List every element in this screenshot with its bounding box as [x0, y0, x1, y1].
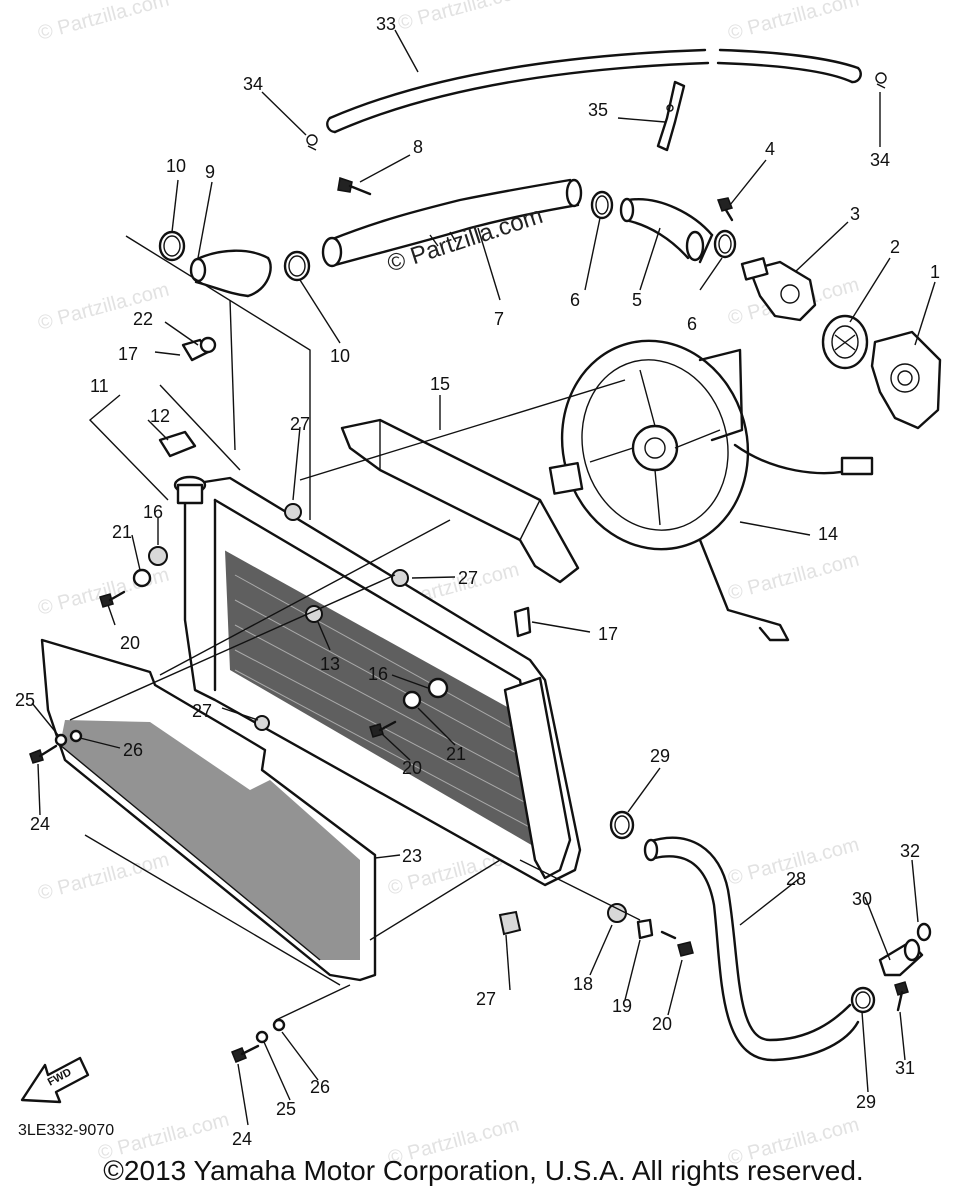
part-4-bolt: [716, 197, 734, 222]
watermark-text: © Partzilla.com: [726, 0, 862, 45]
part-3-thermostat-cover: [740, 257, 817, 322]
watermark-text: © Partzilla.com: [36, 0, 172, 45]
watermark-layer: © Partzilla.com © Partzilla.com © Partzi…: [36, 0, 862, 1170]
part-7-hose: [321, 178, 583, 268]
part-34-clip: [306, 72, 887, 151]
part-labels: 33 34 34 35 8 4 10 9 3 2 1 6 5 6 7 10 22…: [15, 14, 940, 1149]
watermark-text: © Partzilla.com: [36, 849, 172, 905]
part-33-breather-hose: [326, 48, 862, 134]
label-21: 21: [112, 522, 132, 542]
label-25: 25: [276, 1099, 296, 1119]
label-31: 31: [895, 1058, 915, 1078]
part-8-bolt: [337, 177, 372, 196]
label-5: 5: [632, 290, 642, 310]
label-25: 25: [15, 690, 35, 710]
label-27: 27: [290, 414, 310, 434]
label-17: 17: [118, 344, 138, 364]
label-26: 26: [310, 1077, 330, 1097]
part-5-hose: [619, 197, 714, 264]
label-4: 4: [765, 139, 775, 159]
part-14-fan-motor: [548, 339, 874, 642]
leader-lines: [31, 29, 936, 1126]
label-2: 2: [890, 237, 900, 257]
watermark-text: © Partzilla.com: [396, 0, 532, 35]
label-28: 28: [786, 869, 806, 889]
watermark-text: © Partzilla.com: [36, 564, 172, 620]
label-34: 34: [243, 74, 263, 94]
label-10: 10: [166, 156, 186, 176]
label-27: 27: [458, 568, 478, 588]
label-23: 23: [402, 846, 422, 866]
part-1-thermostat-housing: [870, 330, 942, 430]
label-30: 30: [852, 889, 872, 909]
label-35: 35: [588, 100, 608, 120]
label-15: 15: [430, 374, 450, 394]
part-23-screen: [40, 638, 377, 982]
label-20: 20: [120, 633, 140, 653]
copyright-notice: ©2013 Yamaha Motor Corporation, U.S.A. A…: [103, 1155, 864, 1186]
label-3: 3: [850, 204, 860, 224]
label-16: 16: [143, 502, 163, 522]
part-2-thermostat: [821, 314, 869, 370]
part-15-baffle: [340, 418, 580, 584]
label-29: 29: [650, 746, 670, 766]
part-35-bracket: [656, 80, 686, 152]
part-30-fitting: [878, 922, 932, 1012]
label-1: 1: [930, 262, 940, 282]
label-11: 11: [90, 376, 109, 396]
fasteners: [29, 503, 694, 1063]
label-9: 9: [205, 162, 215, 182]
label-27: 27: [476, 989, 496, 1009]
label-33: 33: [376, 14, 396, 34]
label-26: 26: [123, 740, 143, 760]
label-21: 21: [446, 744, 466, 764]
part-9-hose: [189, 249, 272, 298]
label-22: 22: [133, 309, 153, 329]
label-18: 18: [573, 974, 593, 994]
label-16: 16: [368, 664, 388, 684]
part-6-clamp: [590, 190, 737, 259]
label-20: 20: [402, 758, 422, 778]
label-10: 10: [330, 346, 350, 366]
part-28-hose: [643, 836, 860, 1062]
watermark-text: © Partzilla.com: [726, 549, 862, 605]
label-20: 20: [652, 1014, 672, 1034]
label-29: 29: [856, 1092, 876, 1112]
part-29-clamp: [609, 810, 876, 1014]
part-12-sensor: [158, 430, 197, 458]
part-10-clamp: [158, 230, 311, 282]
radiator-core: [173, 475, 582, 887]
label-32: 32: [900, 841, 920, 861]
label-12: 12: [150, 406, 170, 426]
label-7: 7: [494, 309, 504, 329]
part-17-grommet: [181, 336, 532, 638]
label-8: 8: [413, 137, 423, 157]
label-6: 6: [687, 314, 697, 334]
label-6: 6: [570, 290, 580, 310]
label-19: 19: [612, 996, 632, 1016]
label-24: 24: [30, 814, 50, 834]
label-13: 13: [320, 654, 340, 674]
label-34: 34: [870, 150, 890, 170]
label-27: 27: [192, 701, 212, 721]
label-24: 24: [232, 1129, 252, 1149]
diagram-number: 3LE332-9070: [18, 1122, 115, 1139]
label-14: 14: [818, 524, 838, 544]
fwd-arrow-icon: FWD: [20, 1056, 90, 1104]
label-17: 17: [598, 624, 618, 644]
